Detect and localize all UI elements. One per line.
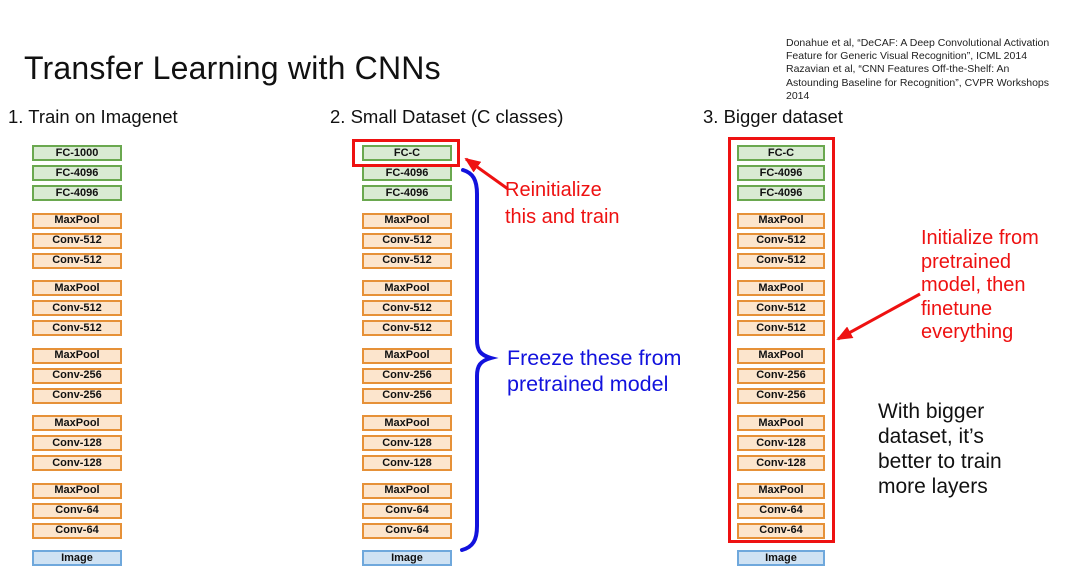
layer-box-fc-4096: FC-4096 (362, 185, 452, 201)
layer-box-conv-256: Conv-256 (737, 387, 825, 404)
finetune-highlight-box (728, 137, 835, 543)
layer-box-conv-512: Conv-512 (737, 320, 825, 336)
layer-box-conv-64: Conv-64 (737, 502, 825, 519)
layer-box-maxpool: MaxPool (362, 347, 452, 364)
layer-box-maxpool: MaxPool (737, 482, 825, 499)
layer-box-maxpool: MaxPool (32, 212, 122, 229)
layer-box-conv-64: Conv-64 (32, 522, 122, 539)
layer-box-maxpool: MaxPool (737, 347, 825, 364)
layer-group: Image (737, 550, 825, 566)
layer-box-conv-128: Conv-128 (362, 435, 452, 451)
layer-box-fc-4096: FC-4096 (362, 165, 452, 181)
reinit-highlight-box (352, 139, 460, 167)
layer-box-conv-512: Conv-512 (737, 300, 825, 316)
layer-box-maxpool: MaxPool (737, 415, 825, 431)
layer-box-conv-512: Conv-512 (32, 232, 122, 249)
freeze-brace (460, 168, 499, 552)
layer-box-conv-128: Conv-128 (362, 455, 452, 471)
layer-box-conv-512: Conv-512 (362, 252, 452, 269)
reinit-arrow (464, 157, 509, 191)
layer-box-maxpool: MaxPool (362, 482, 452, 499)
layer-box-conv-512: Conv-512 (32, 252, 122, 269)
layer-box-fc-c: FC-C (737, 145, 825, 161)
layer-box-conv-64: Conv-64 (32, 502, 122, 519)
layer-box-conv-512: Conv-512 (362, 300, 452, 316)
layer-box-fc-4096: FC-4096 (737, 165, 825, 181)
layer-box-fc-4096: FC-4096 (737, 185, 825, 201)
layer-box-conv-128: Conv-128 (32, 435, 122, 451)
page-title: Transfer Learning with CNNs (24, 50, 441, 86)
layer-box-maxpool: MaxPool (737, 280, 825, 296)
finetune-arrow (836, 292, 921, 341)
layer-box-maxpool: MaxPool (32, 415, 122, 431)
layer-box-fc-4096: FC-4096 (32, 185, 122, 201)
layer-box-maxpool: MaxPool (32, 280, 122, 296)
layer-box-conv-256: Conv-256 (32, 387, 122, 404)
column-header-small-dataset: 2. Small Dataset (C classes) (330, 106, 564, 127)
layer-box-conv-64: Conv-64 (362, 522, 452, 539)
layer-box-conv-512: Conv-512 (32, 300, 122, 316)
layer-group: Image (32, 550, 122, 566)
layer-box-maxpool: MaxPool (32, 347, 122, 364)
layer-box-maxpool: MaxPool (362, 280, 452, 296)
freeze-annotation: Freeze these from pretrained model (507, 346, 682, 396)
layer-box-image: Image (32, 550, 122, 566)
layer-box-conv-512: Conv-512 (362, 320, 452, 336)
layer-box-conv-64: Conv-64 (737, 522, 825, 539)
layer-box-maxpool: MaxPool (362, 212, 452, 229)
layer-box-image: Image (362, 550, 452, 566)
initialize-annotation: Initialize from pretrained model, then f… (921, 227, 1039, 343)
layer-box-conv-128: Conv-128 (32, 455, 122, 471)
layer-box-conv-512: Conv-512 (737, 252, 825, 269)
layer-box-image: Image (737, 550, 825, 566)
layer-box-conv-512: Conv-512 (32, 320, 122, 336)
reinitialize-annotation: Reinitialize this and train (505, 179, 620, 228)
column-header-train-imagenet: 1. Train on Imagenet (8, 106, 178, 127)
layer-box-conv-256: Conv-256 (737, 367, 825, 384)
layer-box-conv-128: Conv-128 (737, 455, 825, 471)
layer-box-conv-256: Conv-256 (362, 367, 452, 384)
layer-box-maxpool: MaxPool (737, 212, 825, 229)
citation-text: Donahue et al, “DeCAF: A Deep Convolutio… (786, 37, 1050, 102)
layer-box-conv-64: Conv-64 (362, 502, 452, 519)
bigger-dataset-note: With bigger dataset, it’s better to trai… (878, 400, 1002, 498)
column-header-bigger-dataset: 3. Bigger dataset (703, 106, 843, 127)
layer-box-fc-c: FC-C (362, 145, 452, 161)
layer-box-maxpool: MaxPool (362, 415, 452, 431)
layer-box-conv-512: Conv-512 (362, 232, 452, 249)
layer-box-fc-1000: FC-1000 (32, 145, 122, 161)
layer-box-maxpool: MaxPool (32, 482, 122, 499)
layer-group: Image (362, 550, 452, 566)
layer-box-conv-128: Conv-128 (737, 435, 825, 451)
layer-box-conv-256: Conv-256 (362, 387, 452, 404)
layer-box-conv-256: Conv-256 (32, 367, 122, 384)
layer-box-conv-512: Conv-512 (737, 232, 825, 249)
layer-box-fc-4096: FC-4096 (32, 165, 122, 181)
